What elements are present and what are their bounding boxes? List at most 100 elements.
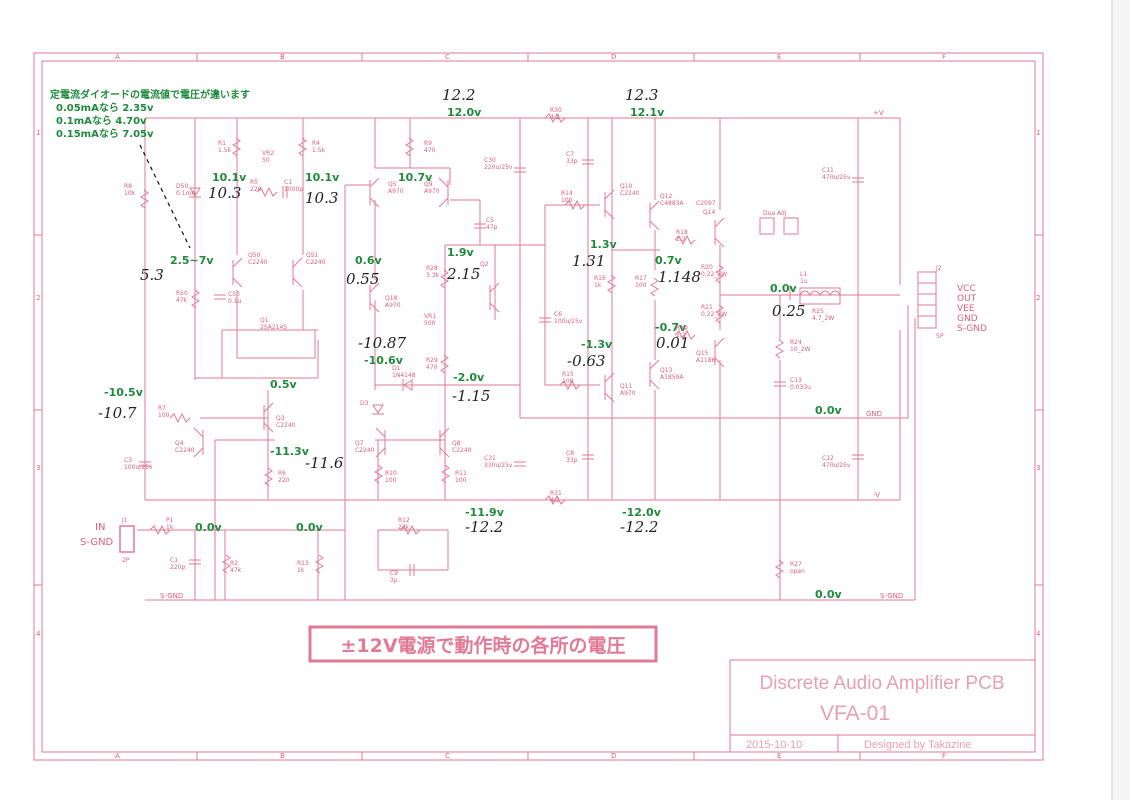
voltage-printed-vr1-node: 1.9v (447, 246, 474, 259)
component-value-q3: C2240 (276, 422, 296, 429)
component-value-c13: 0.033u (790, 384, 811, 391)
component-value-q51: C2240 (306, 259, 326, 266)
component-ref-r12: R12 (398, 517, 410, 524)
voltage-handwritten-q3-node: -11.6 (305, 454, 344, 472)
component-value-q4: C2240 (175, 447, 195, 454)
component-value-q7: C2240 (355, 447, 375, 454)
component-value-vr1: 500 (424, 320, 436, 327)
input-connector-ref: J1 (121, 517, 128, 524)
dual-adj-pads (759, 217, 799, 235)
grid-row-1-right: 1 (1036, 129, 1040, 137)
component-value-q5: A970 (388, 188, 404, 195)
component-ref-r10: R10 (385, 470, 397, 477)
component-ref-r24: R24 (790, 339, 802, 346)
voltage-handwritten-r29-node: -1.15 (452, 387, 490, 405)
component-value-c1b: 220p (170, 564, 185, 571)
component-ref-r15: R15 (562, 371, 574, 378)
grid-col-c-top: C (445, 53, 450, 61)
voltage-printed-top-right: 12.1v (630, 106, 665, 119)
component-ref-c5: C5 (486, 217, 494, 224)
component-value-q15: A1186 (696, 357, 716, 364)
component-ref-q50: Q50 (248, 252, 261, 259)
grid-col-a-bottom: A (115, 752, 120, 760)
component-ref-q2: Q2 (480, 261, 489, 268)
title-block (729, 659, 1036, 753)
voltage-handwritten-q10-node: 1.31 (572, 252, 605, 270)
component-value-q8: C2240 (452, 447, 472, 454)
component-value-c11: 470u/25v (822, 174, 851, 181)
input-connector-pins: 2P (122, 557, 130, 564)
grid-col-e-bottom: E (777, 752, 781, 760)
voltage-handwritten-q18-node: 0.55 (346, 270, 379, 288)
voltage-printed-ccd-node: 2.5~7v (170, 254, 214, 267)
inner-frame (41, 60, 1036, 753)
grid-col-c-bottom: C (445, 752, 450, 760)
grid-col-e-top: E (777, 53, 781, 61)
component-ref-r6: R6 (278, 470, 286, 477)
component-value-r10: 100 (385, 477, 397, 484)
note-line-4: 0.15mAなら 7.05v (56, 128, 154, 140)
voltage-printed-r27-node: 0.0v (815, 588, 842, 601)
voltage-printed-top-left: 12.0v (447, 106, 482, 119)
component-value-r2: 47k (230, 567, 242, 574)
component-ref-q8: Q8 (452, 440, 461, 447)
component-value-r27: open (790, 568, 805, 575)
component-ref-c1: C1 (284, 179, 292, 186)
component-ref-d3: D3 (360, 400, 369, 407)
grid-row-4-right: 4 (1036, 630, 1041, 638)
voltage-printed-out-node: 0.0v (770, 282, 797, 295)
component-ref-r30: R30 (550, 107, 562, 114)
component-value-c9: 3p (390, 577, 398, 584)
grid-row-4-left: 4 (36, 630, 41, 638)
note-line-2: 0.05mAなら 2.35v (56, 102, 154, 114)
voltage-printed-r3-node: 10.1v (212, 171, 247, 184)
voltage-handwritten-neg-right: -12.2 (620, 518, 658, 536)
component-value-r1: 1.5k (218, 147, 232, 154)
component-ref-vr2: VR2 (262, 150, 274, 157)
component-ref-q7: Q7 (355, 440, 364, 447)
component-ref-q4: Q4 (175, 440, 184, 447)
component-value-r25: 4.7_2W (812, 315, 834, 322)
component-value-r20: 0.22_2W (701, 271, 727, 278)
output-connector-j2 (917, 271, 937, 329)
component-ref-q10: Q10 (620, 183, 633, 190)
note-line-1: 定電流ダイオードの電流値で電圧が違います (50, 88, 250, 101)
component-ref-r7: R7 (158, 405, 166, 412)
component-value-r31: 4.2 (550, 497, 560, 504)
note-line-3: 0.1mAなら 4.70v (56, 115, 147, 127)
component-ref-l1: L1 (800, 271, 807, 278)
voltage-printed-gnd-node: 0.0v (815, 404, 842, 417)
input-sgnd-label: S-GND (80, 537, 114, 548)
component-ref-r14: R14 (561, 190, 573, 197)
component-value-r18: 2.2 (676, 236, 686, 243)
grid-col-d-top: D (611, 53, 616, 61)
component-ref-r1: R1 (218, 140, 226, 147)
component-ref-q51: Q51 (306, 252, 319, 259)
voltage-annotations: 12.0v12.212.1v12.310.1v10.310.1v10.310.7… (98, 86, 842, 601)
component-ref-p1: P1 (166, 517, 174, 524)
voltage-printed-q18-neg-node: -10.6v (364, 354, 404, 367)
component-value-r12: 22k (398, 524, 410, 531)
grid-col-f-top: F (942, 53, 946, 61)
component-value-c31: 330u/25v (484, 462, 513, 469)
voltage-printed-r13-node: 0.0v (296, 521, 323, 534)
component-ref-c3: C3 (124, 457, 132, 464)
component-ref-c2097: C2097 (696, 200, 716, 207)
voltage-banner: ±12V電源で動作時の各所の電圧 (340, 634, 625, 657)
component-value-c50: 0.1u (228, 298, 242, 305)
grid-col-d-bottom: D (611, 752, 616, 760)
voltage-printed-p1-node: 0.0v (195, 521, 222, 534)
voltage-printed-q5-node: 10.7v (398, 171, 433, 184)
title-block-model: VFA-01 (820, 702, 890, 725)
component-value-r29: 470 (426, 364, 438, 371)
component-ref-r17: R17 (635, 275, 647, 282)
voltage-handwritten-q14-node: 1.148 (658, 268, 701, 286)
capacitor-symbols (139, 159, 864, 576)
voltage-handwritten-neg-left: -12.2 (465, 518, 503, 536)
component-ref-c30: C30 (484, 157, 496, 164)
component-ref-q3: Q3 (276, 415, 285, 422)
voltage-handwritten-q15-node: 0.01 (656, 334, 689, 352)
component-ref-q13: Q13 (660, 367, 673, 374)
grid-col-a-top: A (115, 53, 120, 61)
